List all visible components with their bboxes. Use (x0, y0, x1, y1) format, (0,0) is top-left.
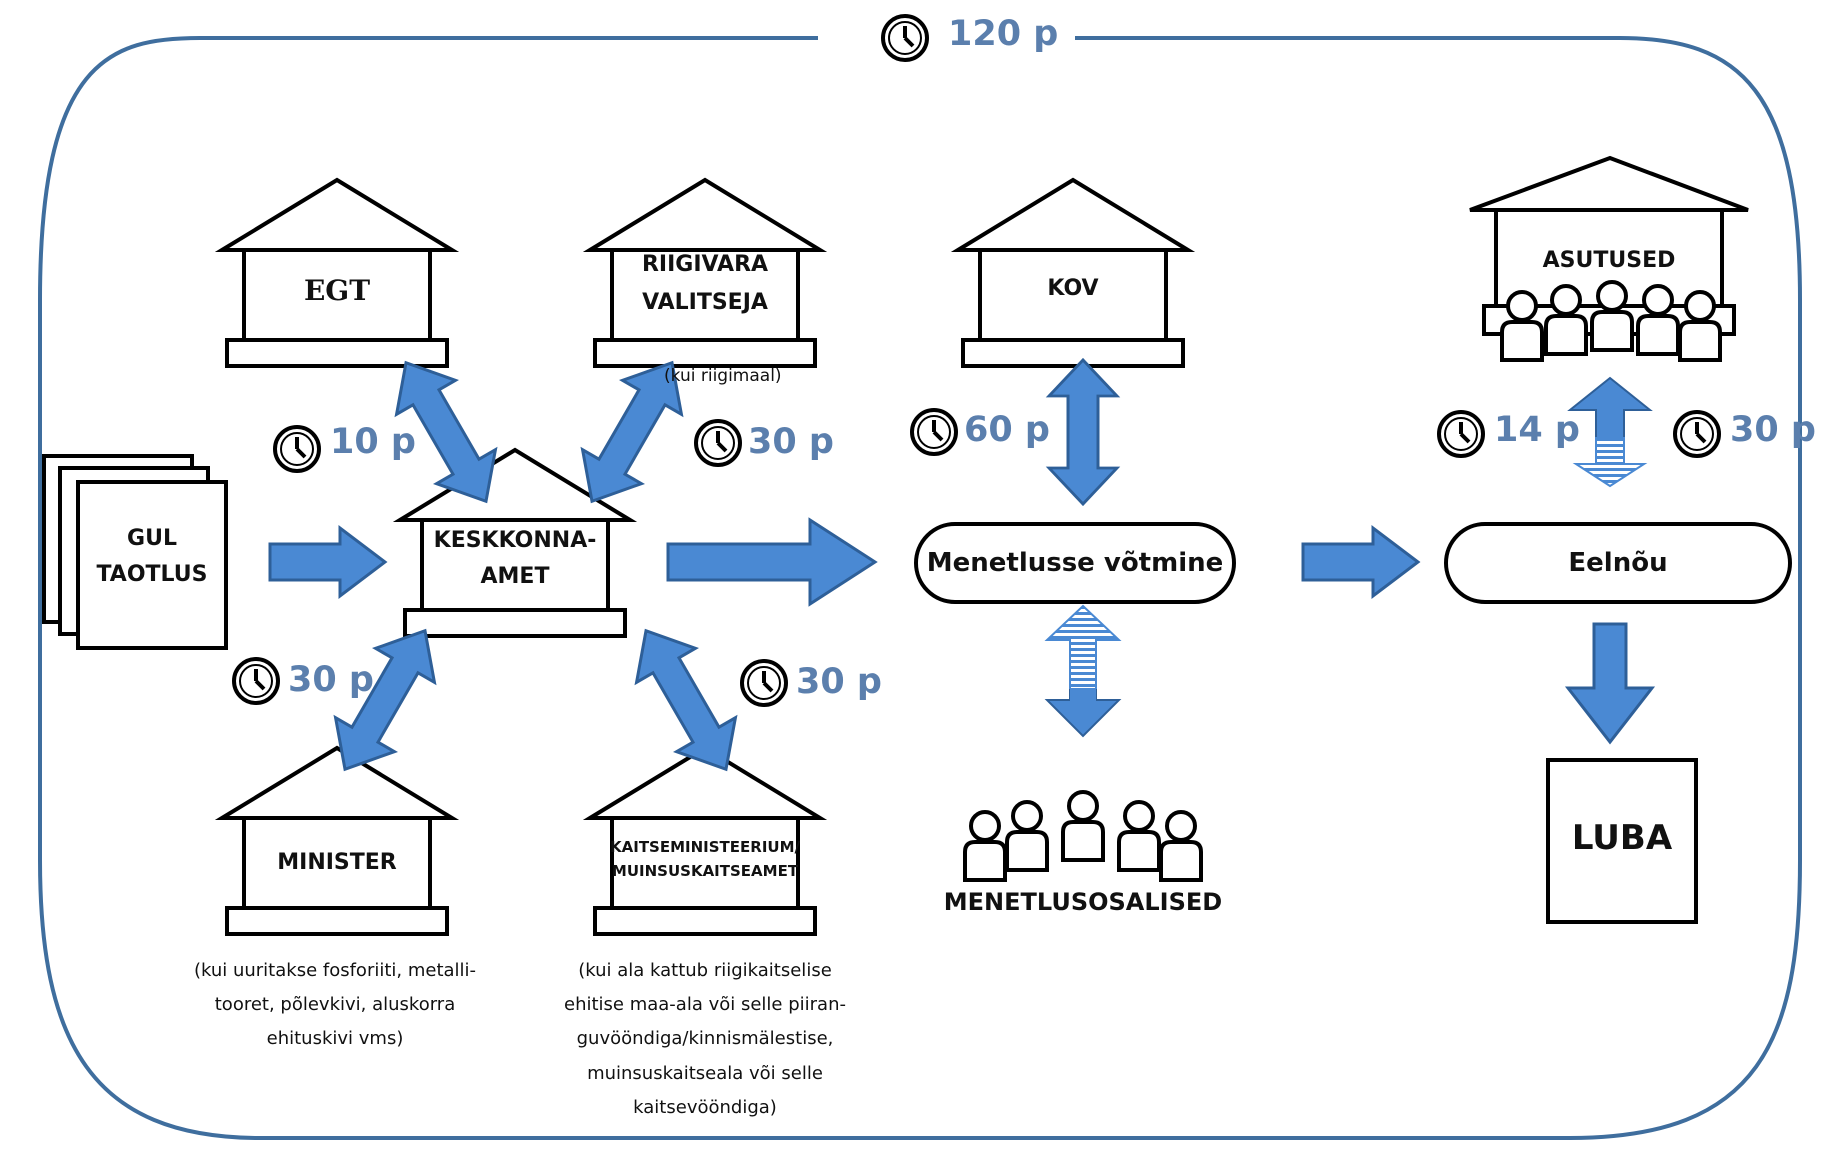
draft-pill (1444, 522, 1792, 604)
kaitse-note: (kui ala kattub riigikaitselise ehitise … (564, 960, 846, 1118)
proceeding-pill (914, 522, 1236, 604)
kov-label: KOV (1047, 276, 1099, 301)
egt-time: 10 p (330, 422, 416, 462)
kaitse-label: KAITSEMINISTEERIUM/ MUINSUSKAITSEAMET (610, 838, 800, 880)
asutused-time-left: 14 p (1494, 410, 1580, 450)
arrow-asutused-icon (1567, 376, 1653, 488)
building-asutused-icon (1469, 155, 1749, 362)
agency-label: KESKKONNA- AMET (433, 528, 597, 590)
riigivara-note: (kui riigimaal) (664, 366, 782, 386)
minister-note: (kui uuritakse fosforiiti, metalli- toor… (193, 960, 477, 1050)
arrow-agency-icon (666, 517, 878, 607)
total-time: 120 p (948, 14, 1059, 54)
permit-box (1546, 758, 1698, 924)
riigivara-time: 30 p (748, 422, 834, 462)
arrow-permit-icon (1564, 622, 1656, 745)
riigivara-label: RIIGIVARA VALITSEJA (641, 252, 769, 316)
asutused-label: ASUTUSED (1542, 248, 1676, 273)
minister-time: 30 p (288, 660, 374, 700)
arrow-participants-icon (1044, 604, 1122, 738)
application-label: GUL TAOTLUS (96, 526, 208, 588)
process-frame (38, 36, 1802, 1140)
document-stack-icon (42, 454, 228, 650)
asutused-time-right: 30 p (1730, 410, 1816, 450)
draft-label: Eelnõu (1568, 548, 1668, 578)
participants-label: MENETLUSOSALISED (943, 888, 1223, 916)
permit-label: LUBA (1571, 818, 1673, 858)
proceeding-label: Menetlusse võtmine (926, 548, 1224, 578)
kov-time: 60 p (964, 410, 1050, 450)
kaitse-time: 30 p (796, 662, 882, 702)
egt-label: EGT (303, 274, 371, 307)
minister-label: MINISTER (277, 850, 397, 875)
